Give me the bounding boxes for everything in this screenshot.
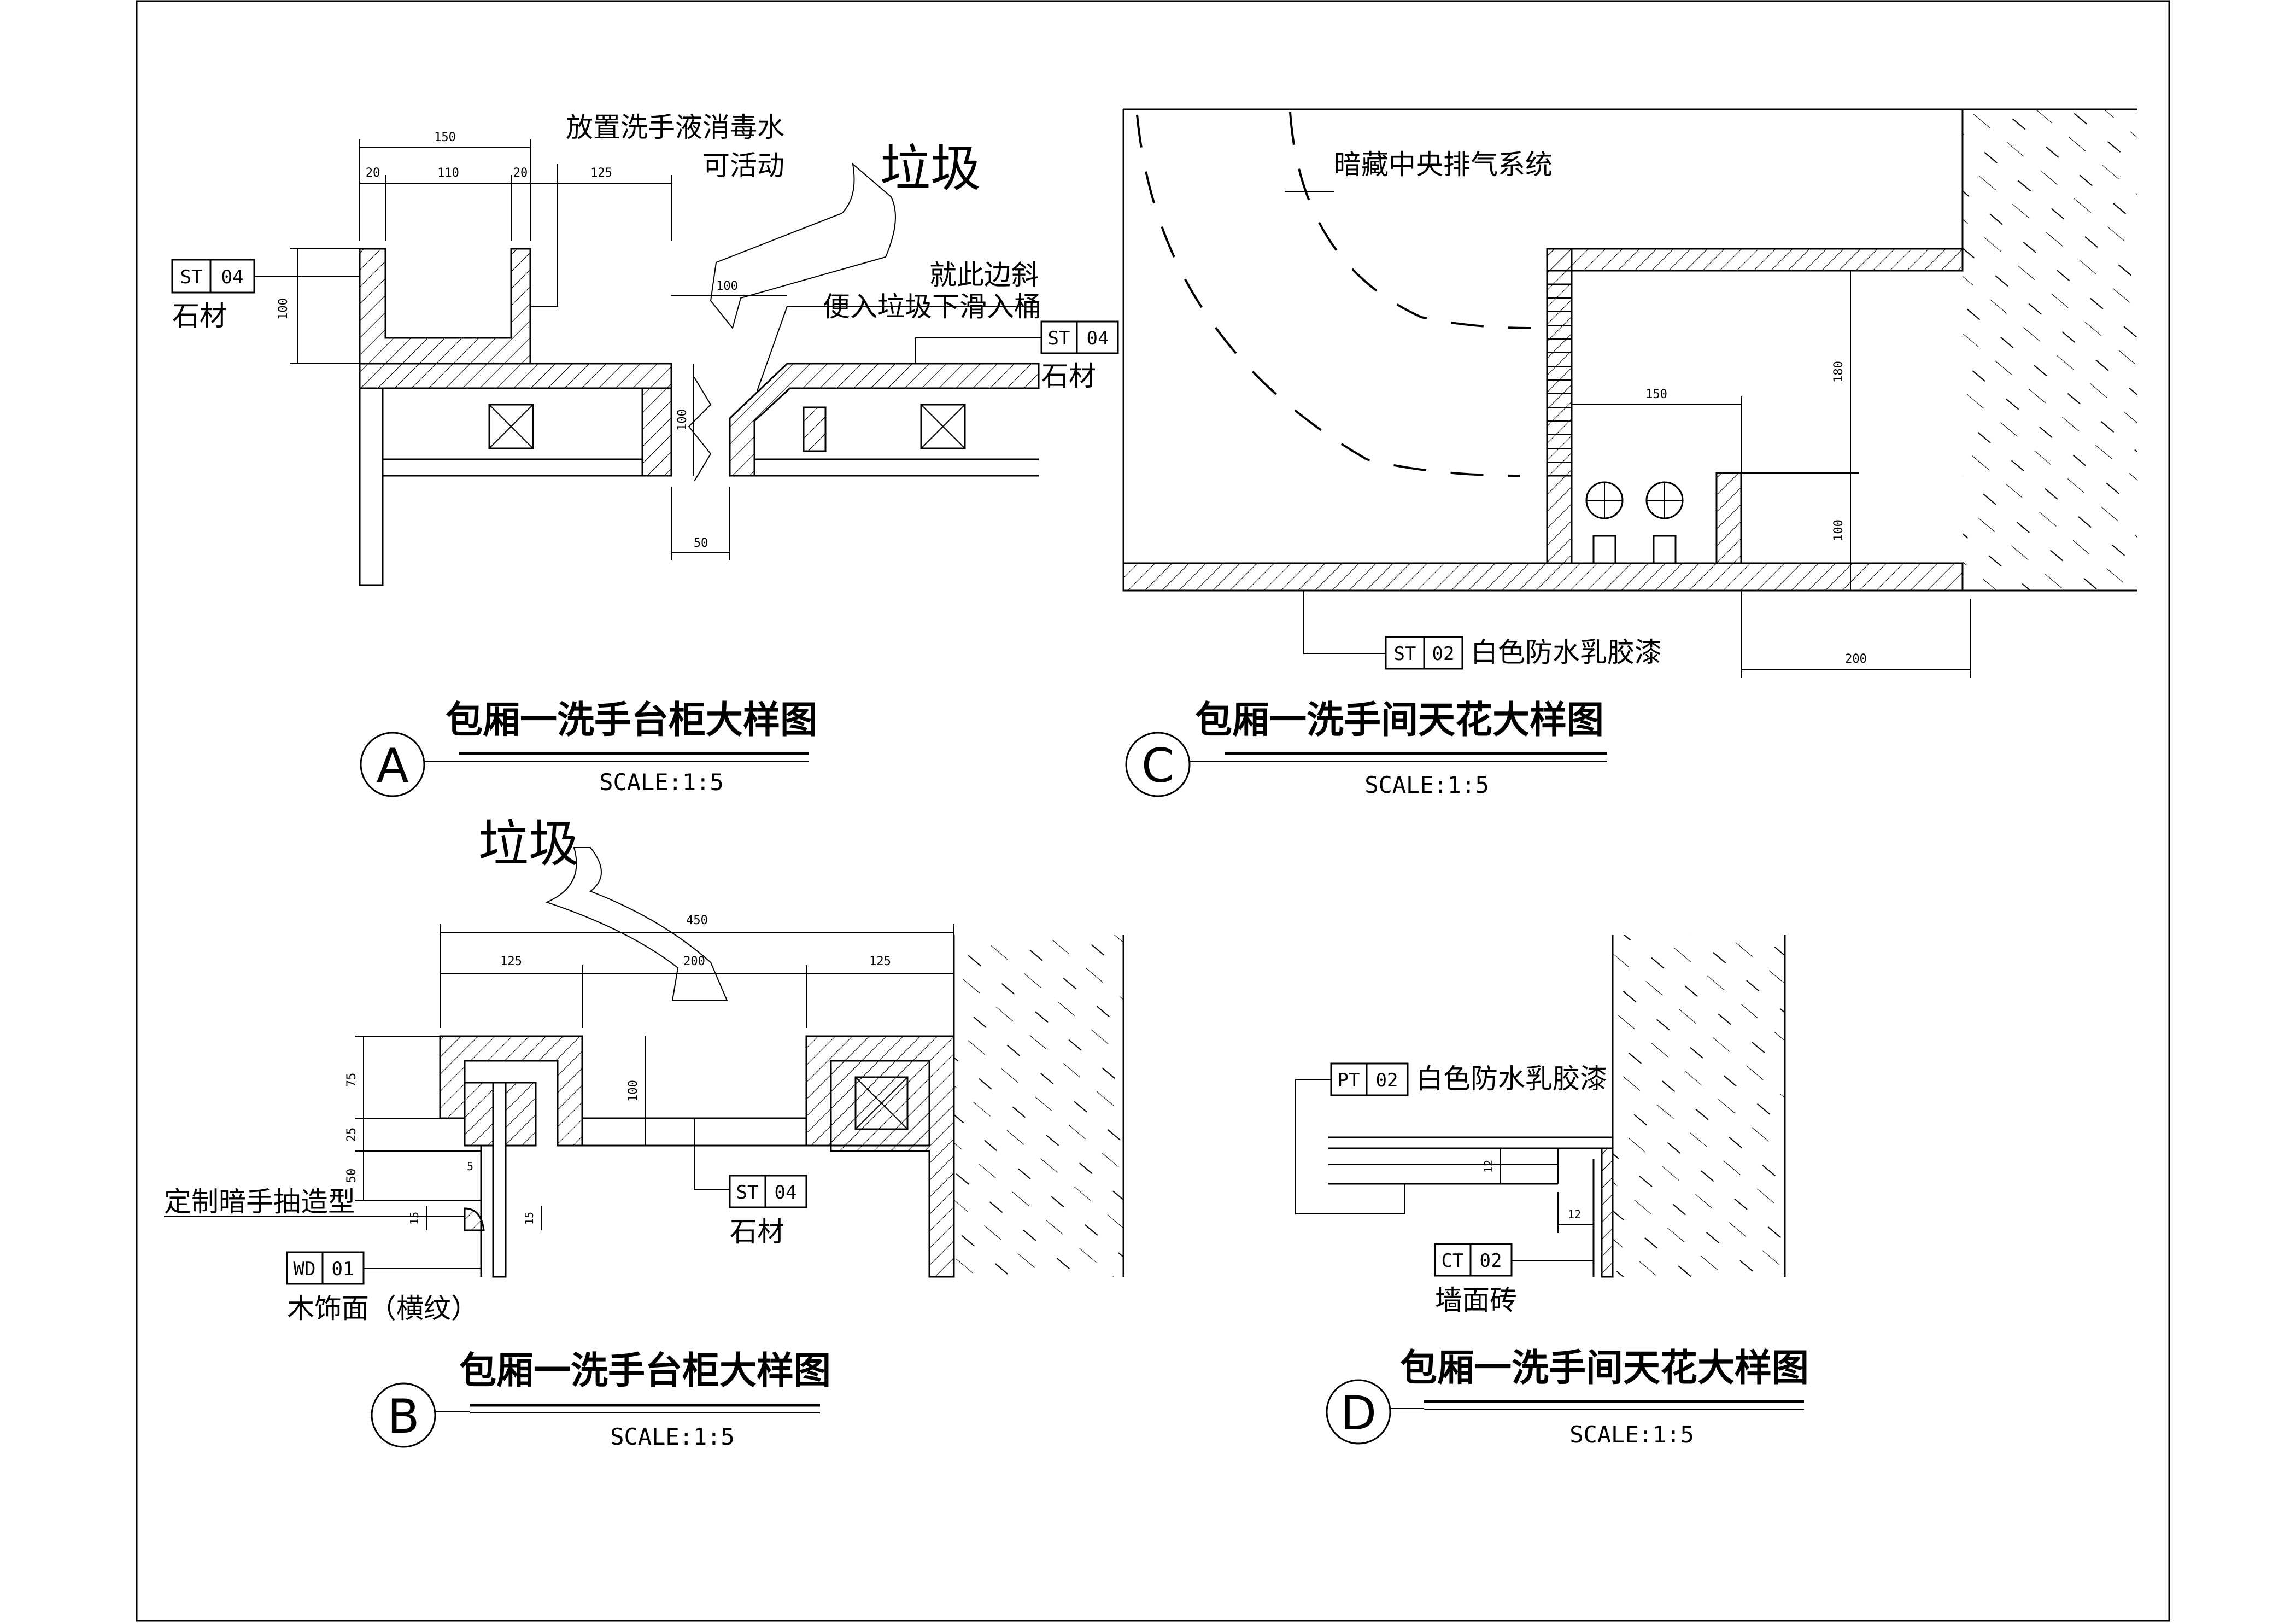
note-bevel: 就此边斜: [929, 259, 1039, 291]
dim-a-20-left: 20: [366, 166, 380, 180]
section-letter-c: C: [1141, 739, 1174, 793]
dim-a-100-top: 100: [716, 279, 738, 293]
tag-ct-num: 02: [1480, 1250, 1502, 1272]
tag-a-right-label: 石材: [1041, 360, 1096, 392]
ceiling-drop-c: [1546, 248, 1573, 564]
countertop-a-left: [359, 363, 672, 389]
wood-batten-a1: [488, 404, 534, 449]
section-bubble-b: [371, 1382, 436, 1448]
trash-label-b: 垃圾: [478, 815, 579, 873]
note-slide: 便入垃圾下滑入桶: [823, 291, 1041, 323]
tag-ct-label: 墙面砖: [1435, 1284, 1517, 1316]
wall-tile-d: [1601, 1147, 1614, 1278]
tag-c-code: ST: [1394, 643, 1416, 665]
note-movable: 可活动: [702, 150, 784, 182]
tag-b-st-code: ST: [736, 1182, 759, 1204]
section-letter-a: A: [377, 739, 409, 793]
dim-a-100-mid: 100: [676, 409, 689, 431]
tag-a-left-num: 04: [221, 266, 244, 288]
scale-b: SCALE:1:5: [610, 1423, 735, 1450]
title-d: 包厢一洗手间天花大样图: [1400, 1347, 1809, 1390]
note-soap: 放置洗手液消毒水: [566, 112, 784, 143]
dim-b-125-left: 125: [500, 955, 522, 968]
ceiling-board-c: [1122, 562, 1964, 592]
dim-b-15-right: 15: [523, 1212, 536, 1225]
handle-profile-b: [464, 1207, 485, 1231]
dim-b-15-left: 15: [408, 1212, 421, 1225]
drawing-c: 150 180 100 200 暗藏中央排气系统 ST 02 白色防水乳胶漆 C…: [1122, 108, 2137, 798]
section-letter-b: B: [388, 1389, 420, 1444]
dim-b-5: 5: [467, 1160, 473, 1173]
tag-pt-num: 02: [1376, 1070, 1398, 1091]
tag-a-right-code: ST: [1048, 328, 1070, 349]
drawing-a: 150 20 110 20 125 100 100 100 50 放置洗手液消毒…: [171, 112, 1119, 797]
wall-b: [954, 935, 1123, 1277]
section-bubble-a: [360, 732, 425, 797]
drawing-d: 12 12 PT 02 白色防水乳胶漆 CT 02 墙面砖 D 包厢一洗手间天花…: [1295, 935, 1809, 1448]
dim-c-200: 200: [1845, 652, 1867, 666]
wall-d: [1613, 935, 1785, 1277]
tag-b-st-num: 04: [775, 1182, 797, 1204]
tag-wd-num: 01: [332, 1258, 354, 1280]
drawing-b: 450 125 200 125 75 25 50 100 5 15 15 垃圾 …: [164, 815, 1124, 1450]
dim-a-20-right: 20: [513, 166, 528, 180]
countertop-a-edge: [641, 387, 672, 477]
section-letter-d: D: [1340, 1386, 1377, 1441]
dim-a-50: 50: [694, 536, 708, 550]
scale-d: SCALE:1:5: [1569, 1421, 1694, 1448]
dim-b-200: 200: [683, 955, 705, 968]
exhaust-arc-inner: [1289, 112, 1531, 329]
dim-a-150: 150: [434, 131, 456, 144]
wall-c: [1963, 109, 2137, 591]
title-b: 包厢一洗手台柜大样图: [459, 1350, 831, 1393]
section-bubble-d: [1326, 1379, 1391, 1445]
dim-a-110: 110: [437, 166, 459, 180]
tag-wd-label: 木饰面（横纹）: [287, 1293, 478, 1324]
basin-section: [359, 248, 531, 365]
tag-pt-code: PT: [1338, 1070, 1360, 1091]
dim-c-180: 180: [1832, 361, 1846, 383]
countertop-b-left: [439, 1035, 583, 1147]
dim-d-12-v: 12: [1482, 1160, 1495, 1173]
wood-batten-b: [854, 1076, 909, 1130]
tag-a-left-code: ST: [180, 266, 203, 288]
cabinet-side-a: [359, 387, 384, 586]
dim-a-125: 125: [590, 166, 612, 180]
note-handle: 定制暗手抽造型: [164, 1186, 355, 1218]
dim-b-75: 75: [345, 1073, 359, 1088]
drawer-front-b: [492, 1082, 507, 1278]
tag-b-st-box: [729, 1175, 807, 1208]
dim-b-25: 25: [345, 1128, 359, 1142]
tag-c-label: 白色防水乳胶漆: [1471, 636, 1662, 668]
wood-batten-a2: [920, 404, 966, 449]
sheet-border: [136, 0, 2170, 1622]
tag-wd-code: WD: [294, 1258, 316, 1280]
dim-c-150: 150: [1645, 388, 1667, 401]
dim-a-100-left: 100: [277, 298, 290, 320]
trash-arrow-b: [545, 847, 728, 1001]
tag-c-num: 02: [1432, 643, 1455, 665]
trash-label-a: 垃圾: [880, 139, 981, 198]
tag-a-left-label: 石材: [172, 300, 227, 332]
dim-c-100: 100: [1832, 519, 1846, 541]
dim-b-50: 50: [345, 1169, 359, 1183]
scale-c: SCALE:1:5: [1364, 772, 1489, 798]
countertop-a-right: [729, 363, 1040, 477]
dim-d-12-h: 12: [1568, 1208, 1581, 1221]
note-exhaust: 暗藏中央排气系统: [1334, 149, 1553, 180]
dim-b-100: 100: [626, 1080, 640, 1102]
dim-b-125-right: 125: [869, 955, 891, 968]
tag-pt-label: 白色防水乳胶漆: [1416, 1063, 1607, 1095]
title-c: 包厢一洗手间天花大样图: [1195, 699, 1604, 742]
tag-b-st-label: 石材: [730, 1216, 784, 1248]
trash-arrow-a: [710, 162, 896, 330]
dim-b-450: 450: [686, 914, 708, 927]
exhaust-arc-outer: [1136, 114, 1520, 477]
title-a: 包厢一洗手台柜大样图: [446, 699, 817, 742]
tag-ct-code: CT: [1442, 1250, 1464, 1272]
scale-a: SCALE:1:5: [599, 769, 724, 796]
tag-a-right-num: 04: [1087, 328, 1109, 349]
section-bubble-c: [1125, 732, 1191, 797]
